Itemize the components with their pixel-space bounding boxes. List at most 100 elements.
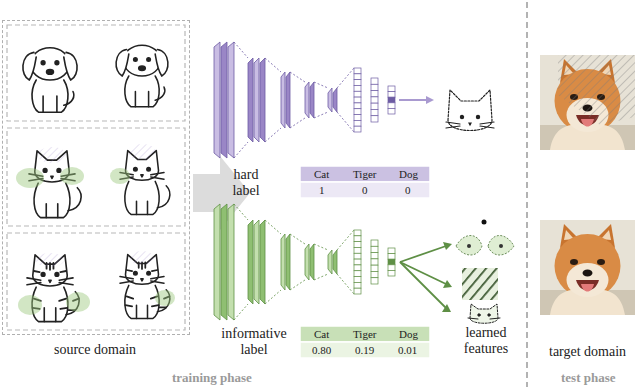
table-cell: 1	[319, 184, 325, 197]
dog-sketch	[116, 45, 168, 107]
fc-cell	[354, 126, 361, 132]
layer-link	[234, 42, 248, 58]
layer-link	[337, 112, 354, 132]
label-tables	[300, 166, 430, 358]
fc-cell	[354, 74, 361, 80]
conv-layer	[248, 58, 253, 142]
table-cell: 0.80	[312, 344, 331, 357]
conv-layer	[286, 72, 290, 128]
fc-cell	[354, 115, 361, 121]
conv-layer	[260, 58, 265, 142]
phase-divider	[526, 2, 528, 387]
fc-cell	[354, 282, 361, 288]
fc-cell	[371, 84, 378, 90]
conv-layer	[221, 42, 227, 158]
conv-layer	[281, 234, 285, 290]
table-cell: Tiger	[353, 328, 376, 341]
arrow-head	[426, 96, 434, 104]
attention-patches	[16, 144, 175, 315]
conv-layer	[254, 58, 259, 142]
layer-link	[265, 128, 281, 142]
layer-link	[314, 112, 328, 118]
table-cell: Dog	[399, 168, 418, 181]
table-cell: Cat	[314, 168, 329, 181]
layer-link	[265, 290, 281, 304]
cnn-hard	[214, 42, 395, 158]
fc-cell	[354, 109, 361, 115]
learned-feature-eyes	[456, 220, 514, 256]
fc-cell	[354, 103, 361, 109]
conv-layer	[286, 234, 290, 290]
conv-layer	[333, 88, 337, 112]
dog-photo	[540, 55, 635, 150]
fc-cell	[354, 277, 361, 283]
output-arrow	[399, 99, 428, 101]
layer-link	[337, 274, 354, 294]
domain-label: source domain	[54, 342, 136, 358]
fc-cell	[354, 259, 361, 265]
layer-link	[290, 118, 305, 128]
fc-cell	[388, 108, 395, 114]
table-cell: Tiger	[353, 168, 376, 181]
fc-cell	[388, 265, 395, 271]
fc-cell	[388, 248, 395, 254]
fc-cell	[371, 246, 378, 252]
source-domain-box: source domain	[2, 20, 190, 335]
fc-cell	[354, 242, 361, 248]
layer-link	[234, 204, 248, 220]
conv-layer	[254, 220, 259, 304]
conv-layer	[228, 42, 234, 158]
conv-layer	[305, 82, 309, 118]
fc-cell	[371, 253, 378, 259]
fc-cell	[354, 247, 361, 253]
feature-caption: learned features	[453, 325, 519, 357]
fc-cell	[354, 85, 361, 91]
conv-layer	[328, 88, 332, 112]
fc-cell	[388, 86, 395, 92]
fc-cell	[371, 116, 378, 122]
table-cell: 0	[405, 184, 411, 197]
fc-cell	[388, 97, 395, 103]
feature-arrows	[400, 246, 446, 308]
fc-cell	[388, 259, 395, 265]
conv-layer	[228, 204, 234, 320]
conv-layer	[214, 204, 220, 320]
cat-sketch	[120, 151, 170, 215]
phase-label: test phase	[561, 371, 616, 386]
fc-cell	[388, 92, 395, 98]
fc-cell	[354, 91, 361, 97]
fc-cell	[371, 271, 378, 277]
phase-label: training phase	[172, 371, 252, 386]
fc-cell	[354, 80, 361, 86]
fc-cell	[354, 265, 361, 271]
fc-cell	[371, 278, 378, 284]
table-cell: 0	[362, 184, 368, 197]
layer-link	[290, 280, 305, 290]
fc-cell	[371, 103, 378, 109]
dog-photo	[540, 220, 635, 315]
table-cell: Dog	[399, 328, 418, 341]
fc-cell	[371, 97, 378, 103]
layer-link	[265, 220, 281, 234]
arrow-heads	[442, 242, 452, 312]
fc-cell	[354, 288, 361, 294]
layer-link	[290, 72, 305, 82]
conv-layer	[214, 42, 220, 158]
conv-layer	[310, 244, 314, 280]
layer-link	[337, 230, 354, 250]
fc-cell	[354, 236, 361, 242]
layer-link	[314, 274, 328, 280]
fc-cell	[354, 120, 361, 126]
learned-feature-face	[468, 304, 500, 323]
conv-layer	[305, 244, 309, 280]
domain-label: target domain	[549, 344, 626, 360]
fc-cell	[388, 254, 395, 260]
fc-cell	[354, 68, 361, 74]
fc-cell	[354, 253, 361, 259]
fc-cell	[371, 240, 378, 246]
conv-layer	[328, 250, 332, 274]
cat-face	[446, 90, 494, 131]
table-cell: 0.19	[355, 344, 374, 357]
fc-cell	[388, 270, 395, 276]
fc-cell	[371, 78, 378, 84]
